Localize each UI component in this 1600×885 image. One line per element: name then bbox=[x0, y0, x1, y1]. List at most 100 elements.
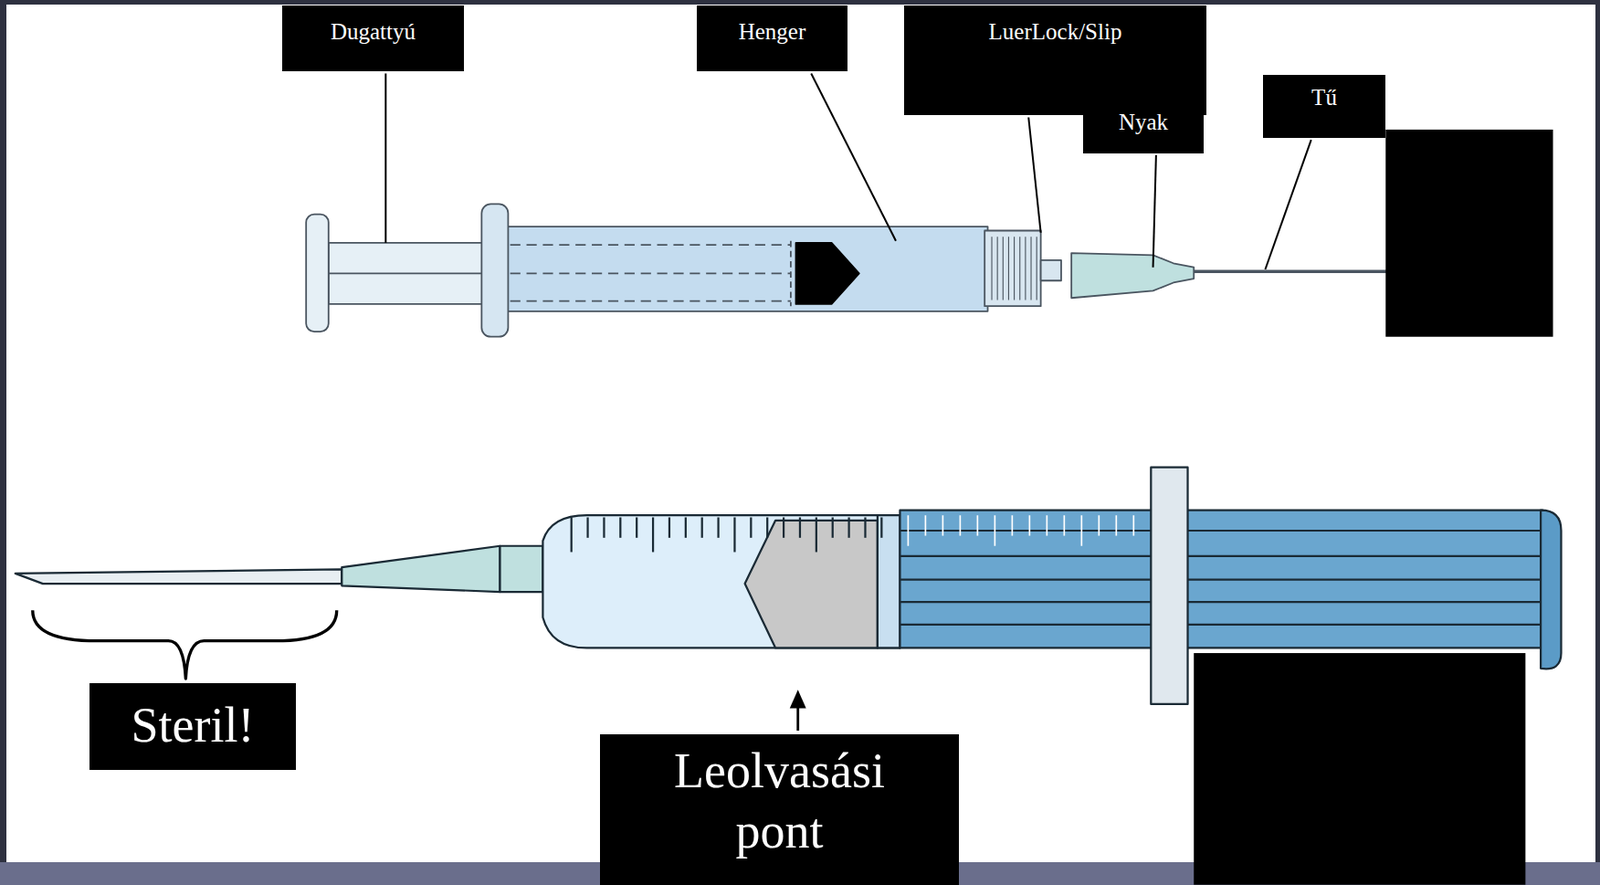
blank-box bbox=[1193, 652, 1526, 885]
pointer-arrowhead bbox=[789, 689, 807, 708]
scale-tick bbox=[907, 515, 910, 547]
scale-tick bbox=[602, 516, 605, 537]
drawing-part bbox=[789, 241, 792, 307]
rod-rib bbox=[899, 555, 1543, 558]
part-label: Dugattyú bbox=[282, 5, 464, 72]
pointer-arrow bbox=[796, 705, 800, 731]
scale-tick bbox=[782, 516, 785, 537]
drawing-part bbox=[1150, 467, 1188, 705]
sterile-label: Steril! bbox=[89, 683, 296, 770]
scale-tick bbox=[1046, 515, 1049, 536]
scale-tick bbox=[619, 516, 622, 537]
leader-lines bbox=[385, 73, 1311, 270]
luer-rib bbox=[1030, 236, 1032, 300]
scale-tick bbox=[959, 515, 962, 536]
luer-rib bbox=[997, 236, 999, 300]
drawing-part bbox=[899, 510, 1543, 649]
label-text: Nyak bbox=[1118, 108, 1169, 137]
leader-line bbox=[810, 73, 896, 241]
rod-rib bbox=[899, 600, 1543, 603]
blank-box bbox=[1385, 129, 1553, 337]
scale-tick bbox=[749, 516, 752, 537]
scale-tick bbox=[994, 515, 997, 547]
drawing-part bbox=[984, 231, 1041, 307]
scale-tick bbox=[1115, 515, 1117, 536]
leader-line bbox=[1264, 139, 1311, 270]
drawing-part bbox=[1540, 510, 1561, 670]
label-text: Dugattyú bbox=[330, 18, 416, 47]
drawing-part bbox=[571, 516, 883, 552]
scale-tick bbox=[942, 515, 945, 536]
scale-tick bbox=[766, 516, 769, 537]
scale-tick bbox=[863, 516, 866, 537]
leader-line bbox=[384, 73, 387, 243]
curly-bracket bbox=[32, 610, 337, 679]
leader-line bbox=[1153, 155, 1157, 268]
scale-tick bbox=[570, 516, 573, 552]
drawing-part bbox=[991, 236, 1037, 300]
part-label: Tű bbox=[1263, 74, 1386, 138]
part-label: Nyak bbox=[1083, 99, 1204, 154]
rod-rib bbox=[899, 578, 1543, 581]
scale-tick bbox=[716, 516, 719, 537]
scale-tick bbox=[847, 516, 850, 537]
label-text: Tű bbox=[1311, 84, 1337, 113]
top-syringe bbox=[305, 203, 1388, 337]
drawing-part bbox=[510, 300, 791, 303]
label-text: Steril! bbox=[131, 695, 255, 757]
scale-tick bbox=[831, 516, 834, 537]
drawing-part bbox=[745, 520, 878, 649]
scale-tick bbox=[1097, 515, 1100, 536]
drawing-part bbox=[1041, 260, 1062, 281]
drawing-part bbox=[499, 546, 543, 592]
drawing-part bbox=[15, 568, 343, 584]
scale-tick bbox=[1132, 515, 1135, 536]
scale-tick bbox=[652, 516, 654, 552]
drawing-part bbox=[328, 242, 493, 305]
scale-tick bbox=[815, 516, 818, 552]
part-label: LuerLock/Slip bbox=[904, 5, 1207, 116]
scale-tick bbox=[1029, 515, 1032, 536]
scale-tick bbox=[586, 516, 589, 537]
scale-tick bbox=[977, 515, 979, 536]
scale-tick bbox=[668, 516, 671, 537]
drawing-part bbox=[481, 203, 508, 337]
scale-tick bbox=[925, 515, 927, 536]
reading-point-label: Leolvasási pont bbox=[600, 734, 959, 885]
scale-tick bbox=[733, 516, 736, 552]
luer-rib bbox=[1036, 236, 1038, 300]
drawing-part bbox=[795, 242, 859, 305]
drawing-part bbox=[510, 243, 791, 246]
scale-tick bbox=[1063, 515, 1066, 536]
drawing bbox=[15, 73, 1562, 885]
drawing-part bbox=[305, 214, 329, 332]
luer-rib bbox=[1024, 236, 1026, 300]
drawing-part bbox=[1193, 270, 1388, 274]
drawing-part bbox=[499, 226, 988, 312]
drawing-part bbox=[542, 515, 900, 648]
drawing-part bbox=[341, 546, 500, 592]
rod-rib bbox=[899, 529, 1543, 532]
scale-tick bbox=[635, 516, 638, 537]
luer-rib bbox=[1008, 236, 1010, 300]
drawing-part bbox=[510, 273, 791, 275]
scale-tick bbox=[1011, 515, 1014, 536]
leader-line bbox=[1028, 116, 1041, 232]
luer-rib bbox=[1013, 236, 1015, 300]
label-text: LuerLock/Slip bbox=[989, 18, 1123, 47]
scale-tick bbox=[1081, 515, 1084, 547]
scale-tick bbox=[880, 516, 883, 537]
label-text: Leolvasási pont bbox=[627, 741, 932, 863]
luer-rib bbox=[990, 236, 992, 300]
scale-tick bbox=[684, 516, 687, 537]
luer-rib bbox=[1002, 236, 1004, 300]
label-text: Henger bbox=[738, 18, 807, 47]
luer-rib bbox=[1019, 236, 1021, 300]
drawing-part bbox=[899, 515, 1543, 625]
rod-rib bbox=[899, 623, 1543, 626]
drawing-part bbox=[1071, 252, 1194, 298]
scale-tick bbox=[799, 516, 801, 537]
drawing-part bbox=[877, 515, 901, 648]
